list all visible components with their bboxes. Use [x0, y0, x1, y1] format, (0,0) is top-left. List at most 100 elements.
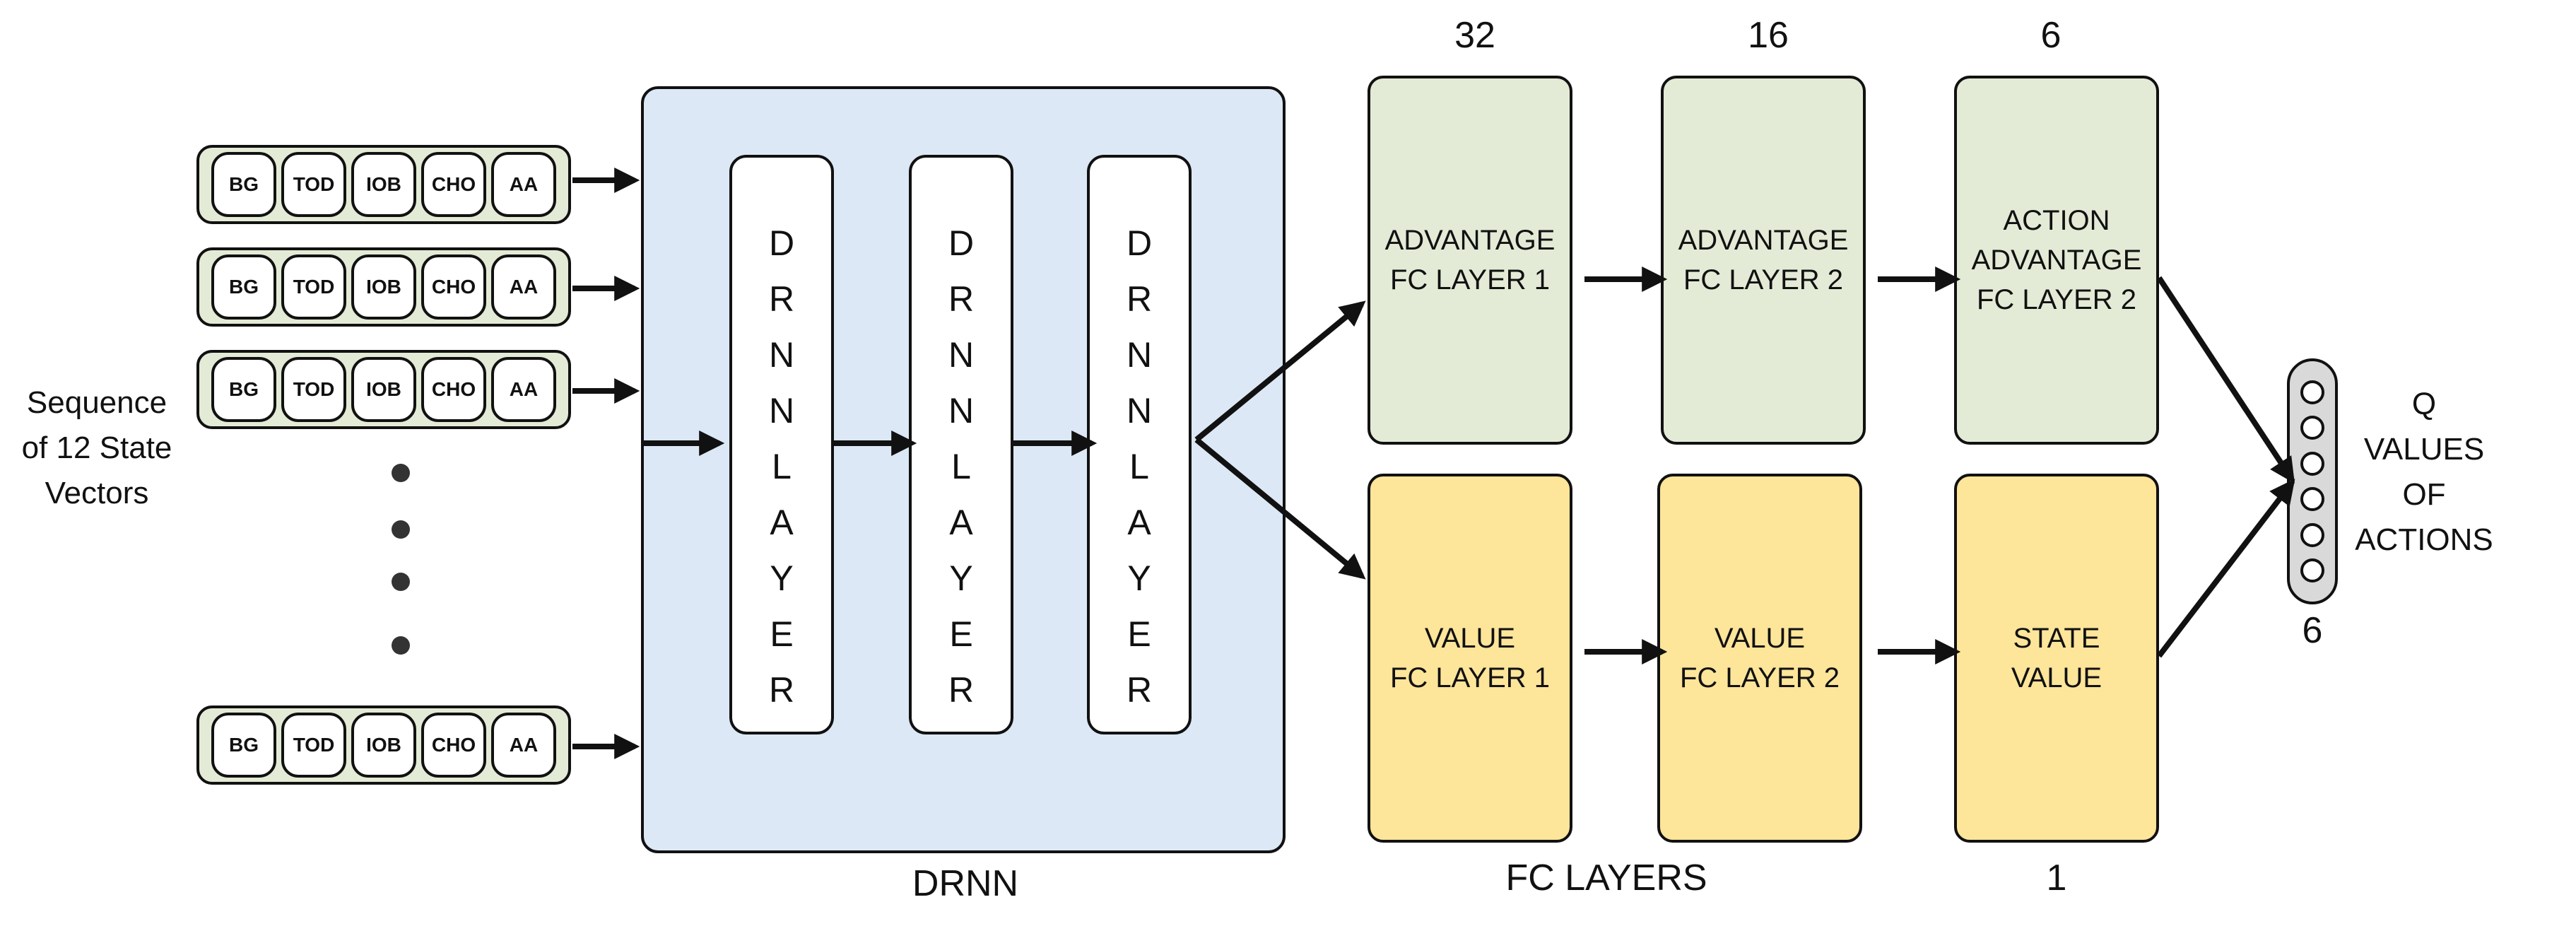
fc-box-line: FC LAYER 2 [1680, 662, 1840, 693]
state-cell-cho: CHO [421, 254, 486, 320]
state-cell-bg: BG [211, 254, 276, 320]
layer-letter: N [1126, 391, 1153, 431]
advantage-to-q-arrow [2156, 276, 2295, 484]
state-vector-row: BG TOD IOB CHO AA [196, 350, 571, 429]
advantage-fc-layer-2: ADVANTAGE FC LAYER 2 [1661, 76, 1866, 445]
fc-box-line: FC LAYER 1 [1390, 662, 1550, 693]
fc-layers-label: FC LAYERS [1505, 857, 1707, 898]
q-label-line: OF [2402, 477, 2446, 512]
layer-letter: D [948, 223, 975, 263]
state-cell-tod: TOD [281, 152, 346, 217]
drnn-layer-3: D R N N L A Y E R [1087, 155, 1192, 734]
layer-letter: N [948, 335, 975, 375]
state-cell-cho: CHO [421, 357, 486, 422]
layer-letter: L [772, 447, 792, 486]
layer-letter: A [1127, 503, 1151, 542]
q-value-node [2300, 416, 2324, 440]
state-cell-cho: CHO [421, 713, 486, 778]
state-cell-iob: IOB [351, 357, 416, 422]
layer-letter: R [768, 670, 795, 710]
state-vector-row: BG TOD IOB CHO AA [196, 247, 571, 327]
layer-letter: R [1126, 670, 1153, 710]
state-cell-aa: AA [491, 254, 556, 320]
drnn-layer-2: D R N N L A Y E R [909, 155, 1013, 734]
state-cell-bg: BG [211, 152, 276, 217]
layer-letter: L [951, 447, 971, 486]
value-fc-layer-2: VALUE FC LAYER 2 [1657, 474, 1862, 843]
fc-box-line: FC LAYER 2 [1683, 264, 1843, 295]
layer-letter: R [948, 670, 975, 710]
drnn-label: DRNN [912, 863, 1019, 904]
state-cell-aa: AA [491, 357, 556, 422]
q-values-dim: 6 [2302, 610, 2323, 651]
layer-letter: Y [949, 558, 973, 598]
fc-box-line: VALUE [2011, 662, 2102, 693]
action-advantage-fc-layer: ACTION ADVANTAGE FC LAYER 2 [1954, 76, 2159, 445]
layer-letter: L [1129, 447, 1149, 486]
input-label-line: Vectors [45, 476, 149, 510]
state-cell-tod: TOD [281, 357, 346, 422]
q-value-node [2300, 522, 2324, 547]
advantage-fc-layer-1: ADVANTAGE FC LAYER 1 [1368, 76, 1572, 445]
fc-box-line: ADVANTAGE [1678, 225, 1849, 256]
fc-box-line: FC LAYER 1 [1390, 264, 1550, 295]
layer-letter: E [949, 614, 973, 654]
layer-letter: N [948, 391, 975, 431]
layer-letter: R [1126, 279, 1153, 319]
fc-box-line: VALUE [1714, 623, 1806, 654]
layer-letter: D [768, 223, 795, 263]
state-cell-bg: BG [211, 357, 276, 422]
input-label-line: of 12 State [21, 431, 172, 465]
state-value-units: 1 [2046, 857, 2067, 898]
state-cell-iob: IOB [351, 254, 416, 320]
state-value-layer: STATE VALUE [1954, 474, 2159, 843]
state-cell-cho: CHO [421, 152, 486, 217]
state-cell-tod: TOD [281, 254, 346, 320]
layer-letter: R [768, 279, 795, 319]
layer-letter: E [770, 614, 794, 654]
state-cell-iob: IOB [351, 152, 416, 217]
state-vector-row: BG TOD IOB CHO AA [196, 705, 571, 785]
ellipsis-dot [392, 464, 410, 482]
state-vector-row: BG TOD IOB CHO AA [196, 145, 571, 224]
adv-layer-1-units: 32 [1454, 15, 1495, 56]
layer-letter: Y [1127, 558, 1151, 598]
value-fc-layer-1: VALUE FC LAYER 1 [1368, 474, 1572, 843]
adv-layer-2-units: 16 [1748, 15, 1789, 56]
layer-letter: N [768, 335, 795, 375]
layer-letter: N [1126, 335, 1153, 375]
q-label-line: VALUES [2363, 432, 2485, 467]
ellipsis-dot [392, 520, 410, 539]
drnn-layer-1: D R N N L A Y E R [729, 155, 834, 734]
action-adv-units: 6 [2040, 15, 2062, 56]
state-cell-iob: IOB [351, 713, 416, 778]
q-label-line: Q [2411, 387, 2437, 421]
fc-box-line: ADVANTAGE [1971, 245, 2142, 276]
state-cell-aa: AA [491, 152, 556, 217]
q-values-label: Q VALUES OF ACTIONS [2346, 382, 2502, 563]
layer-letter: R [948, 279, 975, 319]
fc-box-line: VALUE [1424, 623, 1516, 654]
layer-letter: D [1126, 223, 1153, 263]
layer-letter: A [949, 503, 973, 542]
fc-box-line: ACTION [2003, 205, 2110, 236]
ellipsis-dot [392, 573, 410, 591]
q-value-node [2300, 487, 2324, 512]
ellipsis-dot [392, 636, 410, 655]
state-cell-bg: BG [211, 713, 276, 778]
q-value-node [2300, 380, 2324, 404]
state-cell-aa: AA [491, 713, 556, 778]
fc-box-line: STATE [2013, 623, 2100, 654]
q-value-node [2300, 558, 2324, 583]
q-value-node [2300, 451, 2324, 476]
input-sequence-label: Sequence of 12 State Vectors [1, 380, 192, 516]
fc-box-line: FC LAYER 2 [1977, 284, 2136, 315]
q-label-line: ACTIONS [2355, 522, 2493, 557]
state-cell-tod: TOD [281, 713, 346, 778]
fc-box-line: ADVANTAGE [1384, 225, 1555, 256]
layer-letter: Y [770, 558, 794, 598]
layer-letter: N [768, 391, 795, 431]
q-values-vector [2287, 358, 2338, 604]
layer-letter: A [770, 503, 794, 542]
